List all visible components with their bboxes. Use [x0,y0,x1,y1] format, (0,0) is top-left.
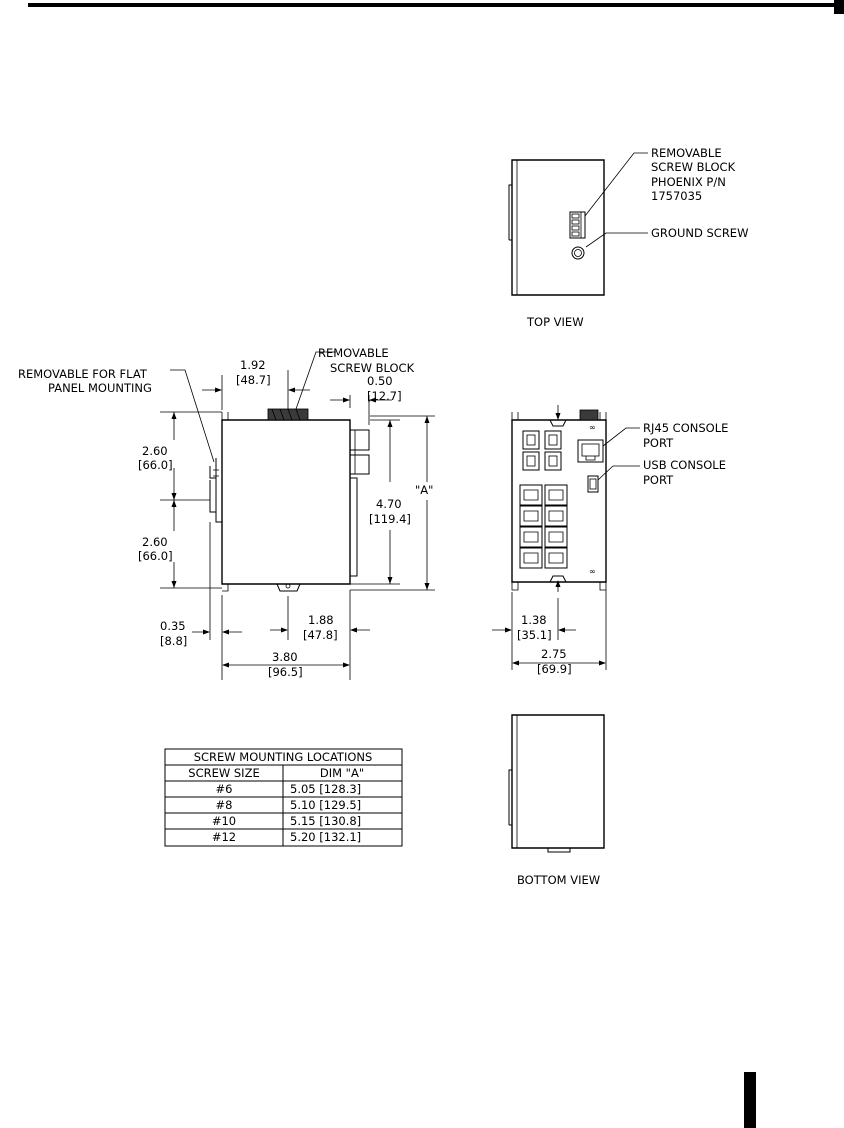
callout-rj45-1: RJ45 CONSOLE [643,421,728,435]
dim-2-60-bottom-value: 2.60 [142,535,168,549]
dim-2-60-top-metric: [66.0] [138,458,173,472]
ethernet-ports [519,484,568,569]
callout-usb-1: USB CONSOLE [643,458,726,472]
rj45-console-port [577,439,604,463]
bottom-view: BOTTOM VIEW [508,714,605,887]
front-view: ∞ ∞ RJ45 CONSOLE PORT USB CONSOLE PORT 1… [492,405,728,676]
ground-screw [571,246,585,260]
page-edge-marker [744,1072,756,1128]
dim-1-88-metric: [47.8] [303,628,338,642]
dim-0-50-value: 0.50 [367,374,393,388]
table-cell: 5.20 [132.1] [290,830,361,844]
table-header-dim-a: DIM "A" [320,766,364,780]
page-header-rule [28,0,844,14]
dim-1-88-value: 1.88 [308,613,334,627]
callout-ground-screw: GROUND SCREW [651,226,748,240]
callout-rj45-2: PORT [643,436,674,450]
dim-3-80-metric: [96.5] [268,665,303,679]
table-cell: 5.10 [129.5] [290,798,361,812]
fiber-ports [522,430,562,471]
callout-usb-2: PORT [643,473,674,487]
top-view: REMOVABLE SCREW BLOCK PHOENIX P/N 175703… [508,146,748,329]
top-view-caption: TOP VIEW [526,315,584,329]
dim-0-35-metric: [8.8] [160,634,187,648]
table-cell: 5.15 [130.8] [290,814,361,828]
dim-1-92-metric: [48.7] [236,373,271,387]
led-mark-bottom: ∞ [589,567,596,576]
led-mark-top: ∞ [589,423,596,432]
dim-0-35-value: 0.35 [160,619,186,633]
dim-1-38-metric: [35.1] [517,628,552,642]
callout-flat-panel-2: PANEL MOUNTING [48,381,152,395]
callout-screw-block-side-2: SCREW BLOCK [330,361,415,375]
table-header-screw-size: SCREW SIZE [188,766,259,780]
callout-screw-block-top-2: SCREW BLOCK [651,160,736,174]
callout-screw-block-side-1: REMOVABLE [318,346,389,360]
side-view: 0.50 [12.7] 1.92 [48.7] REMOVABLE SCREW … [18,346,435,680]
screw-mounting-table: SCREW MOUNTING LOCATIONS SCREW SIZE DIM … [164,748,403,847]
callout-screw-block-top-3: PHOENIX P/N [651,175,726,189]
usb-console-port [587,475,599,493]
callout-flat-panel-1: REMOVABLE FOR FLAT [18,367,148,381]
dim-2-75-metric: [69.9] [537,662,572,676]
table-cell: #6 [216,782,233,796]
table-cell: #8 [216,798,233,812]
table-cell: #12 [212,830,236,844]
dim-1-92-value: 1.92 [240,358,266,372]
bottom-view-caption: BOTTOM VIEW [517,873,600,887]
table-cell: #10 [212,814,236,828]
callout-screw-block-top-1: REMOVABLE [651,146,722,160]
dim-a-label: "A" [415,483,433,497]
dim-1-38-value: 1.38 [521,613,547,627]
dim-3-80-value: 3.80 [272,650,298,664]
dim-2-60-top-value: 2.60 [142,444,168,458]
dim-2-75-value: 2.75 [541,647,567,661]
screw-block [569,211,586,239]
table-cell: 5.05 [128.3] [290,782,361,796]
dim-2-60-bottom-metric: [66.0] [138,549,173,563]
callout-screw-block-top-4: 1757035 [651,189,702,203]
dim-0-50-metric: [12.7] [367,389,402,403]
dim-4-70-value: 4.70 [376,497,402,511]
dim-4-70-metric: [119.4] [369,512,411,526]
table-title: SCREW MOUNTING LOCATIONS [194,750,373,764]
